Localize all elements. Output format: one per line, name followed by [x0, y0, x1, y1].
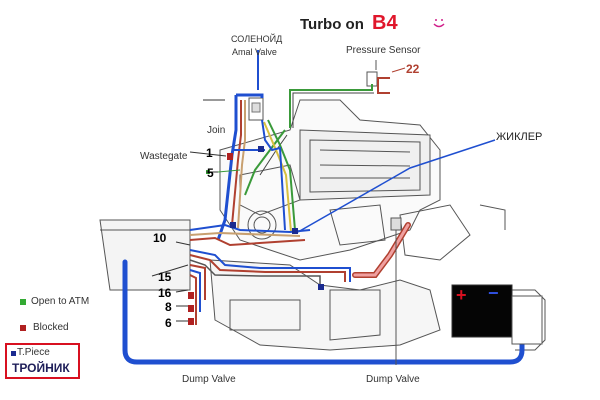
- battery: [451, 284, 543, 345]
- dump-valve-left-label: Dump Valve: [182, 374, 236, 385]
- hose-number-8: 8: [165, 300, 172, 314]
- title: Turbo on B4: [300, 12, 398, 35]
- dump-valve-right-label: Dump Valve: [366, 374, 420, 385]
- smiley-icon: [433, 19, 445, 28]
- blocked-markers: [188, 153, 233, 325]
- t-pieces: [230, 146, 324, 290]
- legend-tpiece-box: [5, 343, 80, 379]
- solenoid-ru-label: СОЛЕНОЙД: [231, 34, 283, 44]
- engine-outline: [99, 99, 546, 351]
- legend-open-atm-swatch: [20, 299, 26, 305]
- hose-number-10: 10: [153, 231, 167, 245]
- title-model: B4: [372, 12, 398, 34]
- jet-ru-label: ЖИКЛЕР: [496, 131, 543, 143]
- legend-blocked: Blocked: [33, 322, 69, 333]
- join-label: Join: [207, 125, 226, 136]
- title-text: Turbo on: [300, 16, 364, 33]
- legend-tpiece-ru: ТРОЙНИК: [12, 361, 70, 375]
- hose-number-5: 5: [207, 166, 214, 180]
- hose-number-15: 15: [158, 270, 172, 284]
- pressure-sensor-label: Pressure Sensor: [346, 45, 421, 56]
- battery-minus: −: [488, 283, 499, 303]
- amal-valve-label: Amal Valve: [232, 47, 277, 57]
- hose-number-22: 22: [406, 62, 420, 76]
- dump-valve-pipe: [122, 259, 525, 365]
- legend-open-atm: Open to ATM: [31, 296, 90, 307]
- legend-tpiece: T.Piece: [17, 347, 50, 358]
- legend-blocked-swatch: [20, 325, 26, 331]
- hose-number-1: 1: [206, 146, 213, 160]
- number-pointers: [151, 99, 227, 322]
- legend-tpiece-swatch: [11, 351, 16, 356]
- hose-number-16: 16: [158, 286, 172, 300]
- battery-plus: +: [456, 285, 467, 305]
- amal-valve: [236, 50, 264, 121]
- wastegate-label: Wastegate: [140, 151, 188, 162]
- hose-number-6: 6: [165, 316, 172, 330]
